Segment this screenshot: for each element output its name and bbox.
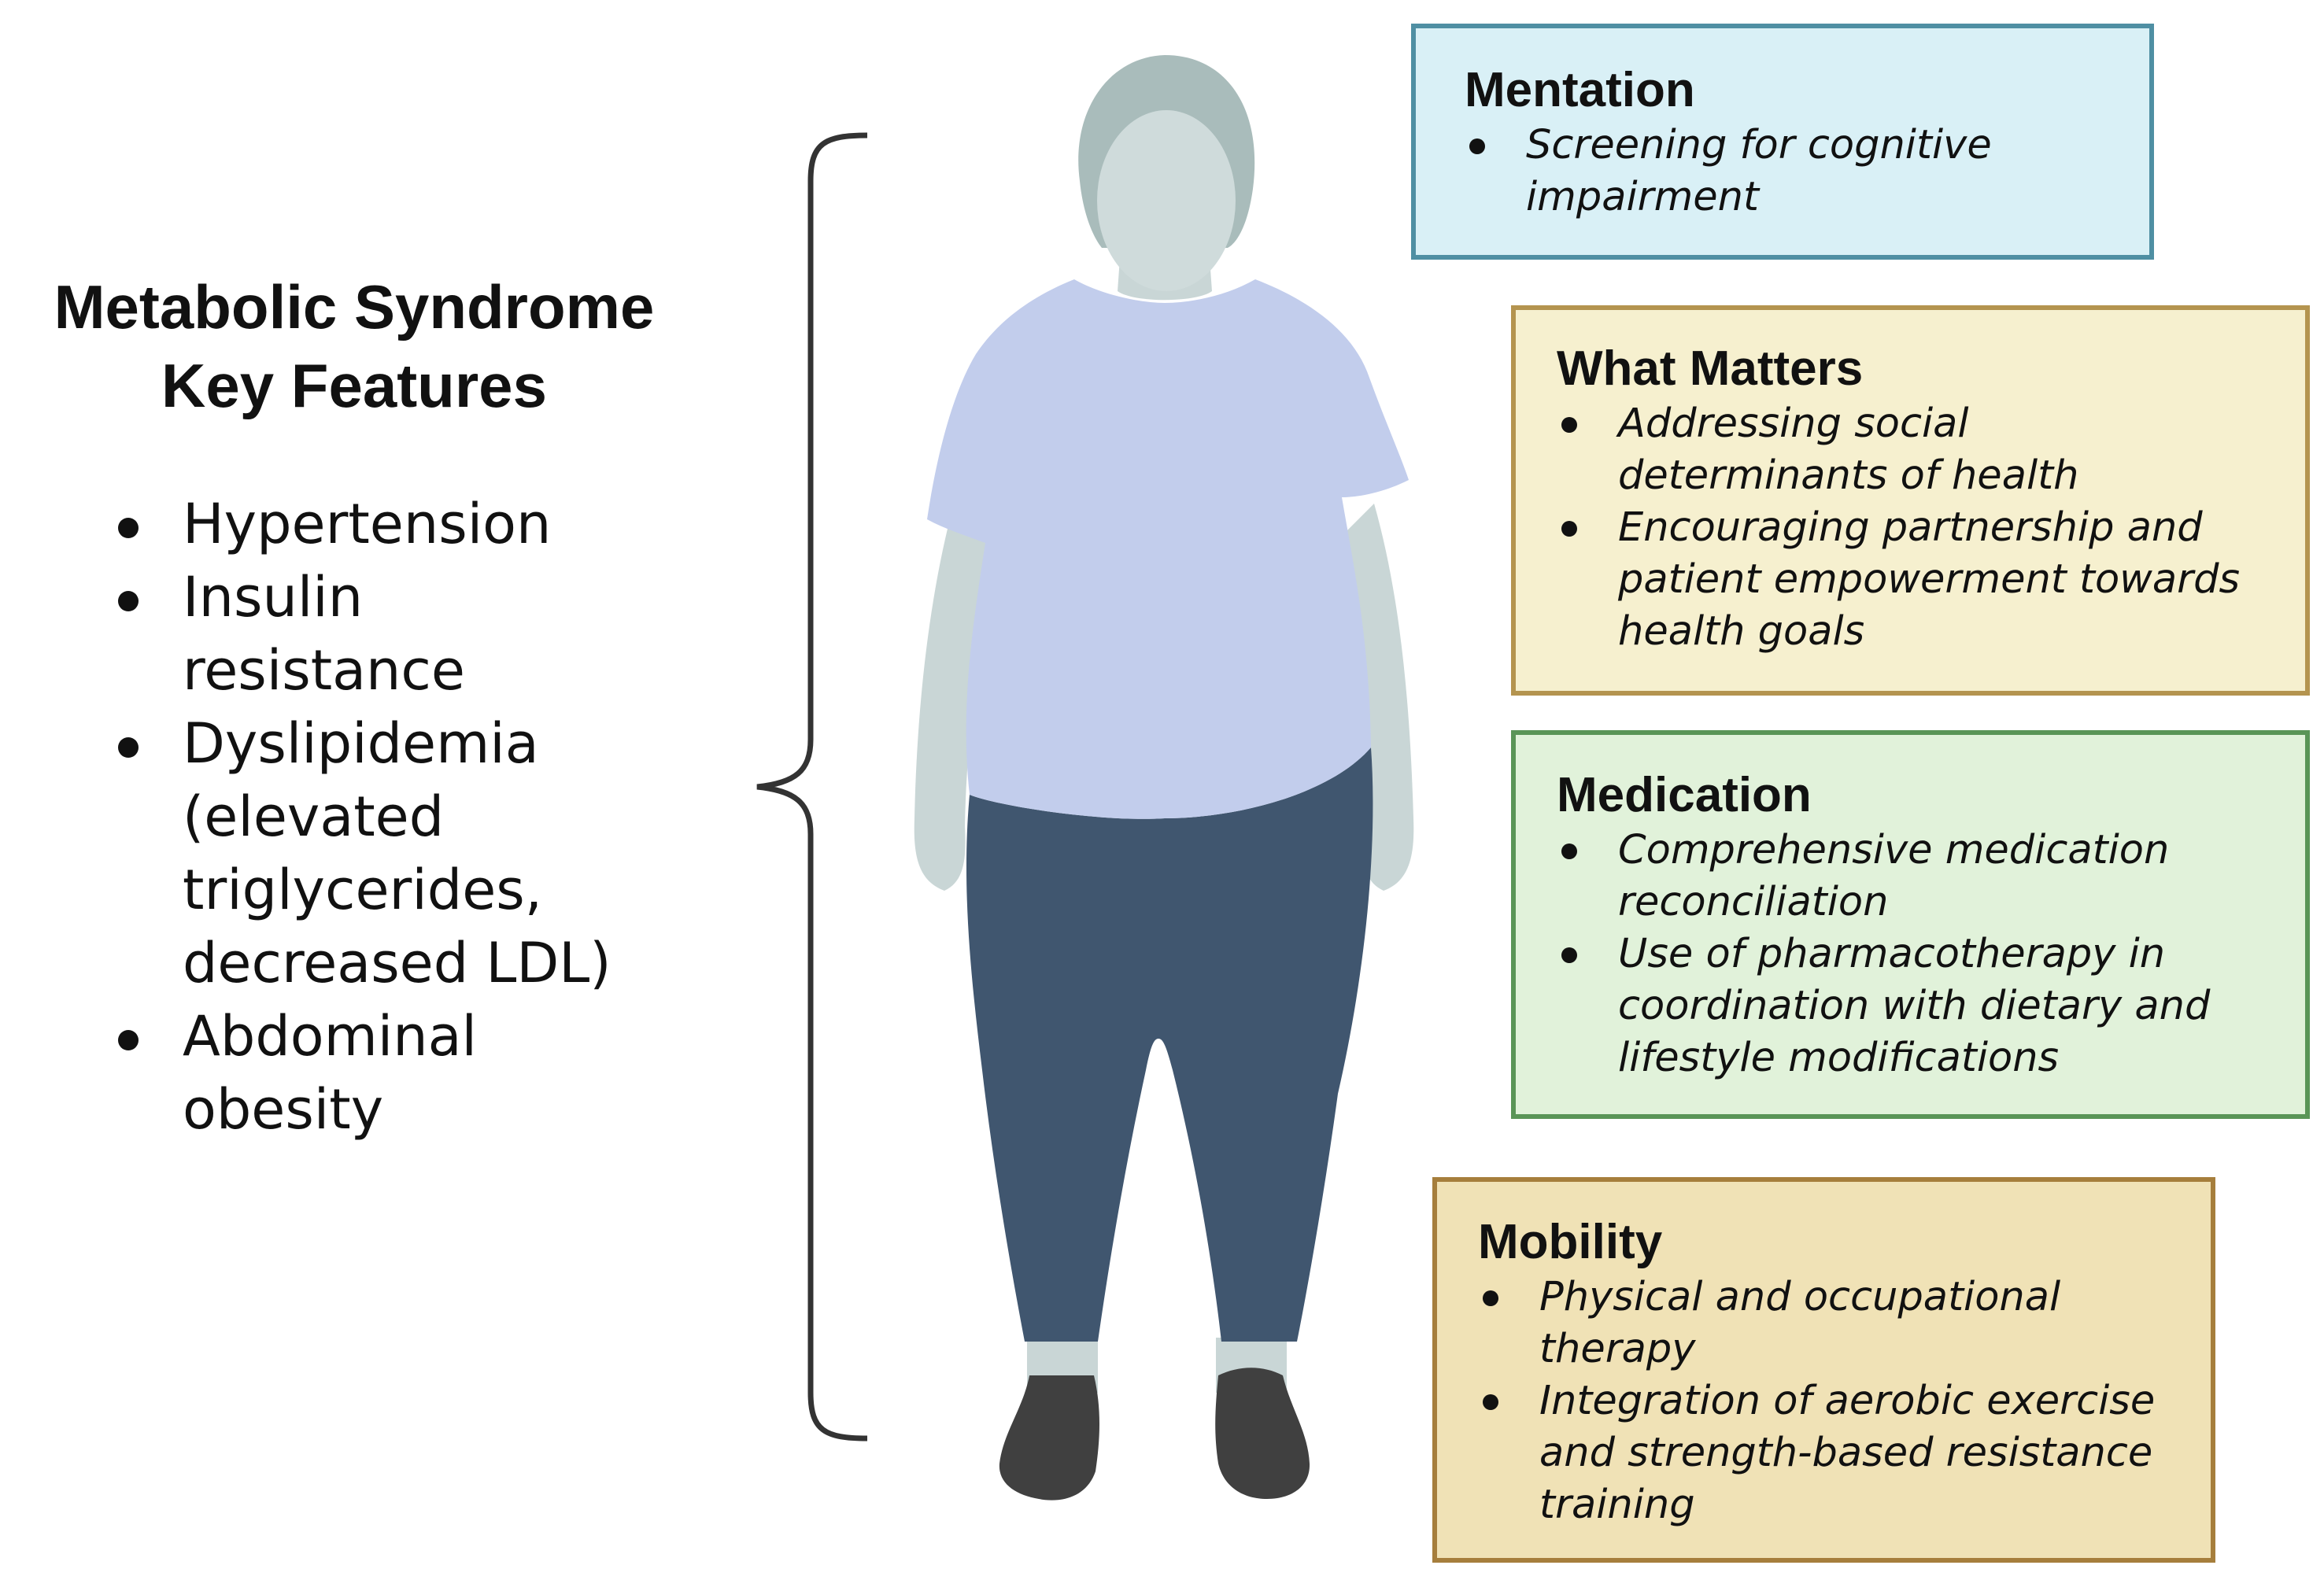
- bullet-dot: [1561, 947, 1577, 963]
- medication-box: Medication Comprehensive medication reco…: [1511, 730, 2310, 1119]
- list-item: Physical and occupational therapy: [1478, 1272, 2137, 1375]
- list-item: Integration of aerobic exercise and stre…: [1478, 1375, 2216, 1531]
- bullet-dot: [1469, 138, 1485, 154]
- bullet-dot: [1561, 417, 1577, 433]
- bullet-dot: [1483, 1290, 1498, 1306]
- list-item: Screening for cognitive impairment: [1465, 120, 2015, 223]
- mobility-title: Mobility: [1478, 1215, 1663, 1269]
- left-shoe-icon: [999, 1375, 1099, 1501]
- bullet-dot: [1561, 521, 1577, 537]
- right-shoe-icon: [1215, 1368, 1310, 1499]
- mentation-box: Mentation Screening for cognitive impair…: [1411, 24, 2154, 260]
- feature-item: Hypertension: [110, 488, 686, 561]
- left-arm: [914, 504, 993, 891]
- feature-item: Abdominal obesity: [110, 1000, 592, 1146]
- feature-list: Hypertension Insulin resistance Dyslipid…: [110, 488, 677, 1146]
- curly-brace-icon: [756, 132, 868, 1441]
- shirt: [927, 279, 1409, 819]
- left-title: Metabolic Syndrome Key Features: [16, 268, 693, 425]
- left-title-line2: Key Features: [161, 351, 547, 420]
- list-item: Comprehensive medication reconciliation: [1557, 825, 2295, 928]
- feature-item: Insulin resistance: [110, 561, 608, 707]
- mentation-title: Mentation: [1465, 63, 1695, 117]
- bullet-dot: [118, 737, 139, 758]
- bullet-dot: [118, 518, 139, 538]
- medication-list: Comprehensive medication reconciliation …: [1557, 825, 2249, 1084]
- mobility-box: Mobility Physical and occupational thera…: [1432, 1177, 2215, 1563]
- list-item: Addressing social determinants of health: [1557, 398, 2169, 502]
- list-item: Encouraging partnership and patient empo…: [1557, 502, 2295, 658]
- bullet-dot: [1561, 843, 1577, 859]
- mobility-list: Physical and occupational therapy Integr…: [1478, 1272, 2171, 1531]
- feature-item: Dyslipidemia (elevated triglycerides, de…: [110, 707, 655, 1000]
- medication-title: Medication: [1557, 768, 1812, 822]
- bullet-dot: [118, 591, 139, 611]
- what-matters-list: Addressing social determinants of health…: [1557, 398, 2249, 658]
- what-matters-title: What Matters: [1557, 341, 1864, 396]
- pants: [966, 748, 1373, 1342]
- what-matters-box: What Matters Addressing social determina…: [1511, 305, 2310, 696]
- list-item: Use of pharmacotherapy in coordination w…: [1557, 928, 2295, 1084]
- face: [1097, 110, 1236, 291]
- bullet-dot: [1483, 1394, 1498, 1410]
- bullet-dot: [118, 1030, 139, 1050]
- mentation-list: Screening for cognitive impairment: [1465, 120, 2015, 223]
- left-title-line1: Metabolic Syndrome: [54, 272, 655, 341]
